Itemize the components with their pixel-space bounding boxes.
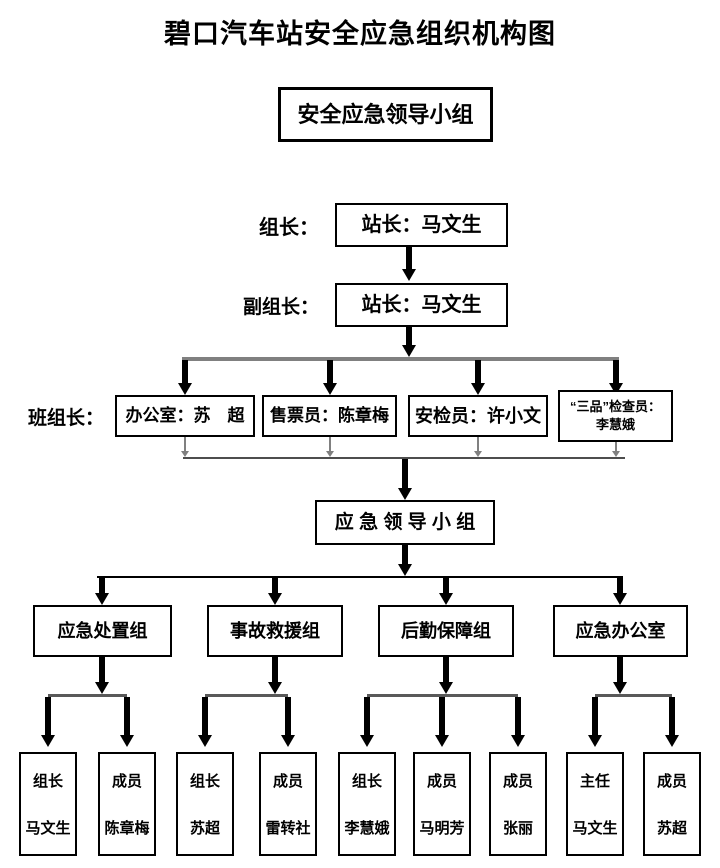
thin-arrow-foreman-2 bbox=[329, 437, 331, 451]
collector-line-foremen bbox=[183, 457, 625, 459]
member-box-3: 组长 苏超 bbox=[176, 752, 234, 856]
down-arrow-member-8 bbox=[592, 697, 598, 735]
down-arrow-member-9 bbox=[669, 697, 675, 735]
down-arrow-member-2 bbox=[124, 697, 130, 735]
member-box-5: 组长 李慧娥 bbox=[338, 752, 396, 856]
down-arrow-to-emergency-group bbox=[402, 459, 408, 488]
down-arrow-to-foreman-4 bbox=[613, 360, 619, 383]
deputy-box: 站长：马文生 bbox=[335, 283, 508, 327]
down-arrow-to-group-2 bbox=[272, 577, 278, 593]
leader-row-label: 组长： bbox=[259, 216, 319, 239]
member-role: 成员 bbox=[426, 773, 457, 790]
foreman-box-security: 安检员：许小文 bbox=[408, 395, 548, 437]
member-box-1: 组长 马文生 bbox=[19, 752, 77, 856]
foreman-box-office: 办公室：苏 超 bbox=[115, 395, 255, 437]
down-arrow-member-7 bbox=[515, 697, 521, 735]
group-box-rescue: 事故救援组 bbox=[207, 605, 343, 657]
distribution-line-foremen bbox=[182, 357, 619, 361]
member-name: 马文生 bbox=[572, 820, 618, 837]
down-arrow-group-2-stem bbox=[272, 657, 278, 682]
diagram-title: 碧口汽车站安全应急组织机构图 bbox=[164, 19, 556, 49]
thin-arrow-foreman-3 bbox=[477, 437, 479, 451]
member-box-2: 成员 陈章梅 bbox=[98, 752, 156, 856]
member-box-8: 主任 马文生 bbox=[566, 752, 624, 856]
foreman-box-ticketing: 售票员：陈章梅 bbox=[262, 395, 397, 437]
distribution-line-groups bbox=[97, 576, 623, 578]
member-role: 成员 bbox=[656, 773, 687, 790]
member-box-7: 成员 张丽 bbox=[489, 752, 547, 856]
down-arrow-group-4-stem bbox=[617, 657, 623, 682]
down-arrow-member-5 bbox=[364, 697, 370, 735]
foreman-row-label: 班组长： bbox=[28, 407, 105, 429]
member-role: 组长 bbox=[351, 773, 382, 790]
member-name: 马明芳 bbox=[419, 820, 465, 837]
down-arrow-to-foreman-1 bbox=[182, 360, 188, 383]
leader-box: 站长：马文生 bbox=[335, 203, 508, 247]
member-name: 苏超 bbox=[189, 820, 220, 837]
member-name: 雷转社 bbox=[265, 820, 311, 837]
down-arrow-to-foreman-2 bbox=[327, 360, 333, 383]
member-role: 组长 bbox=[32, 773, 63, 790]
group-box-office: 应急办公室 bbox=[553, 605, 688, 657]
thin-arrow-foreman-1 bbox=[184, 437, 186, 451]
thin-arrow-foreman-4 bbox=[615, 442, 617, 451]
down-arrow-member-4 bbox=[285, 697, 291, 735]
safety-emergency-leading-group-box: 安全应急领导小组 bbox=[278, 87, 493, 142]
member-role: 成员 bbox=[272, 773, 303, 790]
down-arrow-leader-to-deputy bbox=[406, 247, 412, 269]
member-name: 张丽 bbox=[502, 820, 533, 837]
down-arrow-to-group-4 bbox=[617, 577, 623, 593]
branch-line-group-1 bbox=[48, 694, 127, 697]
down-arrow-member-6 bbox=[439, 697, 445, 735]
branch-line-group-4 bbox=[595, 694, 672, 697]
group-box-response: 应急处置组 bbox=[33, 605, 172, 657]
member-name: 马文生 bbox=[25, 820, 71, 837]
group-box-logistics: 后勤保障组 bbox=[378, 605, 514, 657]
deputy-row-label: 副组长： bbox=[242, 296, 319, 318]
member-role: 主任 bbox=[579, 773, 610, 790]
down-arrow-group-3-stem bbox=[443, 657, 449, 682]
foreman-box-inspector-line1: “三品”检查员： bbox=[569, 398, 661, 414]
member-box-9: 成员 苏超 bbox=[643, 752, 701, 856]
member-name: 陈章梅 bbox=[104, 820, 150, 837]
down-arrow-member-1 bbox=[45, 697, 51, 735]
emergency-leading-group-box: 应 急 领 导 小 组 bbox=[315, 500, 495, 545]
down-arrow-to-foreman-3 bbox=[475, 360, 481, 383]
member-name: 李慧娥 bbox=[344, 820, 390, 837]
foreman-box-inspector: “三品”检查员： 李慧娥 bbox=[558, 390, 673, 442]
down-arrow-deputy-to-line bbox=[406, 327, 412, 345]
down-arrow-to-group-3 bbox=[443, 577, 449, 593]
member-role: 组长 bbox=[189, 773, 220, 790]
down-arrow-emergency-to-line bbox=[402, 545, 408, 564]
down-arrow-group-1-stem bbox=[99, 657, 105, 682]
member-name: 苏超 bbox=[656, 820, 687, 837]
foreman-box-inspector-line2: 李慧娥 bbox=[595, 417, 635, 432]
branch-line-group-2 bbox=[205, 694, 288, 697]
member-role: 成员 bbox=[111, 773, 142, 790]
down-arrow-member-3 bbox=[202, 697, 208, 735]
down-arrow-to-group-1 bbox=[99, 577, 105, 593]
member-role: 成员 bbox=[502, 773, 533, 790]
branch-line-group-3 bbox=[367, 694, 518, 697]
member-box-4: 成员 雷转社 bbox=[259, 752, 317, 856]
member-box-6: 成员 马明芳 bbox=[413, 752, 471, 856]
